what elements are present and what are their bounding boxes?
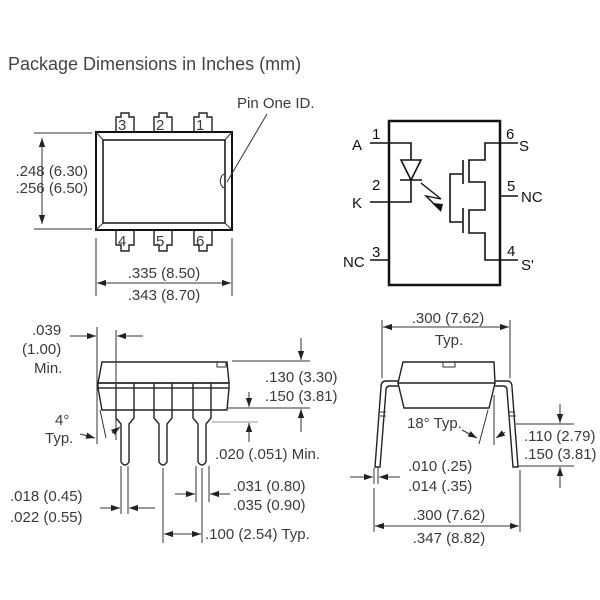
- height-dim-min: .130 (3.30): [265, 369, 338, 386]
- schematic-body: [387, 119, 502, 287]
- dimension-arrow: [461, 429, 478, 439]
- shoulder-width-max: .035 (0.90): [233, 497, 306, 514]
- length-dim-max: .343 (8.70): [128, 287, 201, 304]
- pin-number: 6: [196, 233, 204, 250]
- page-title: Package Dimensions in Inches (mm): [8, 54, 301, 74]
- bevel-lines: [95, 131, 233, 231]
- body-upper: [97, 361, 230, 384]
- mosfet-gate-icon: [449, 160, 464, 233]
- input-wiring: [370, 142, 412, 261]
- body-notch: [442, 361, 456, 368]
- pin-one-label: Pin One ID.: [237, 95, 315, 112]
- pin-number: 4: [507, 243, 515, 260]
- pin-number: 3: [118, 117, 126, 134]
- extension-lines: [120, 466, 129, 514]
- dimension-arrow: [79, 432, 96, 439]
- angle-typ-label: Typ.: [45, 430, 73, 447]
- body-seam: [97, 382, 230, 389]
- pin-number: 2: [156, 117, 164, 134]
- extension-lines: [228, 360, 310, 409]
- extension-lines: [162, 468, 203, 543]
- extension-lines: [516, 423, 574, 467]
- extension-lines: [373, 468, 379, 484]
- width-dim-min: .248 (6.30): [15, 163, 88, 180]
- leads: [115, 383, 212, 466]
- lead-thickness-max: .014 (.35): [408, 478, 472, 495]
- pin-number: 1: [196, 117, 204, 134]
- top-view: 3 2 1 4 5 6 Pin One ID. .248 (6.30) .256…: [15, 95, 314, 304]
- extension-lines: [96, 327, 117, 444]
- body-lower: [97, 387, 230, 411]
- body-notch: [216, 361, 227, 368]
- pitch-dim: .100 (2.54) Typ.: [205, 526, 310, 543]
- height-dim-max: .150 (3.81): [265, 388, 338, 405]
- angle-lines: [478, 395, 495, 445]
- package-body-outline: [95, 131, 233, 231]
- extension-lines: [34, 132, 92, 230]
- pin-number: 2: [372, 177, 380, 194]
- width-dim-max: .256 (6.50): [15, 180, 88, 197]
- dimension-arrow: [110, 426, 121, 435]
- shoulder-width-min: .031 (0.80): [233, 478, 306, 495]
- angle-line: [99, 409, 107, 439]
- bottom-pins: 4 5 6: [115, 230, 213, 252]
- pin-label: S': [521, 257, 534, 274]
- overall-width-max: .347 (8.82): [413, 530, 486, 547]
- pin-number: 3: [372, 244, 380, 261]
- extension-lines: [381, 320, 511, 378]
- lead-length-min: .110 (2.79): [524, 428, 595, 445]
- length-dim-min: .335 (8.50): [128, 265, 201, 282]
- pin-label: A: [352, 137, 362, 154]
- seating-dim: .020 (.051) Min.: [215, 446, 320, 463]
- dimension-arrow: [495, 430, 506, 439]
- top-pins: 3 2 1: [115, 112, 213, 134]
- lead-thickness-min: .010 (.25): [408, 458, 472, 475]
- side-view: .039 (1.00) Min. 4° Typ. .130 (3.30) .15…: [10, 322, 338, 543]
- package-body-inner: [102, 139, 226, 224]
- pin-label: S: [519, 138, 529, 155]
- pin-label: NC: [521, 189, 543, 206]
- body-lower: [397, 382, 496, 409]
- right-lead: [495, 380, 519, 468]
- overall-width-min: .300 (7.62): [413, 507, 486, 524]
- standoff-dim-mm: (1.00): [22, 341, 61, 358]
- schematic: 1 A 2 K 3 NC 6 S 5 NC 4 S': [343, 119, 543, 287]
- lead-width-min: .018 (0.45): [10, 488, 83, 505]
- pin-label: K: [352, 195, 362, 212]
- row-spacing-dim: .300 (7.62): [412, 310, 485, 327]
- standoff-min-label: Min.: [34, 360, 62, 377]
- extension-lines: [373, 470, 521, 532]
- end-view: .300 (7.62) Typ. 18° Typ. .110 (2.79) .1…: [350, 310, 597, 547]
- lead-length-max: .150 (3.81): [524, 446, 597, 463]
- pin-number: 1: [372, 126, 380, 143]
- left-lead: [374, 380, 398, 468]
- standoff-dim: .039: [32, 322, 61, 339]
- led-diode-icon: [399, 159, 423, 182]
- extension-lines: [195, 466, 210, 502]
- row-spacing-typ: Typ.: [435, 332, 463, 349]
- lead-width-max: .022 (0.55): [10, 509, 83, 526]
- light-arrow-icon: [432, 203, 443, 212]
- light-emission-icon: [420, 182, 442, 209]
- pin-number: 4: [118, 233, 126, 250]
- pin-number: 5: [507, 178, 515, 195]
- lead-marks: [379, 411, 516, 417]
- angle-dim: 18° Typ.: [407, 415, 462, 432]
- pin-label: NC: [343, 254, 365, 271]
- angle-dim: 4°: [55, 412, 69, 429]
- body-upper: [397, 361, 496, 384]
- mosfet-output-wiring: [468, 142, 518, 261]
- pin-one-notch: [219, 173, 226, 189]
- pin-number: 5: [156, 233, 164, 250]
- extension-lines: [95, 238, 233, 296]
- pin-one-leader: [226, 113, 268, 183]
- pin-number: 6: [506, 126, 514, 143]
